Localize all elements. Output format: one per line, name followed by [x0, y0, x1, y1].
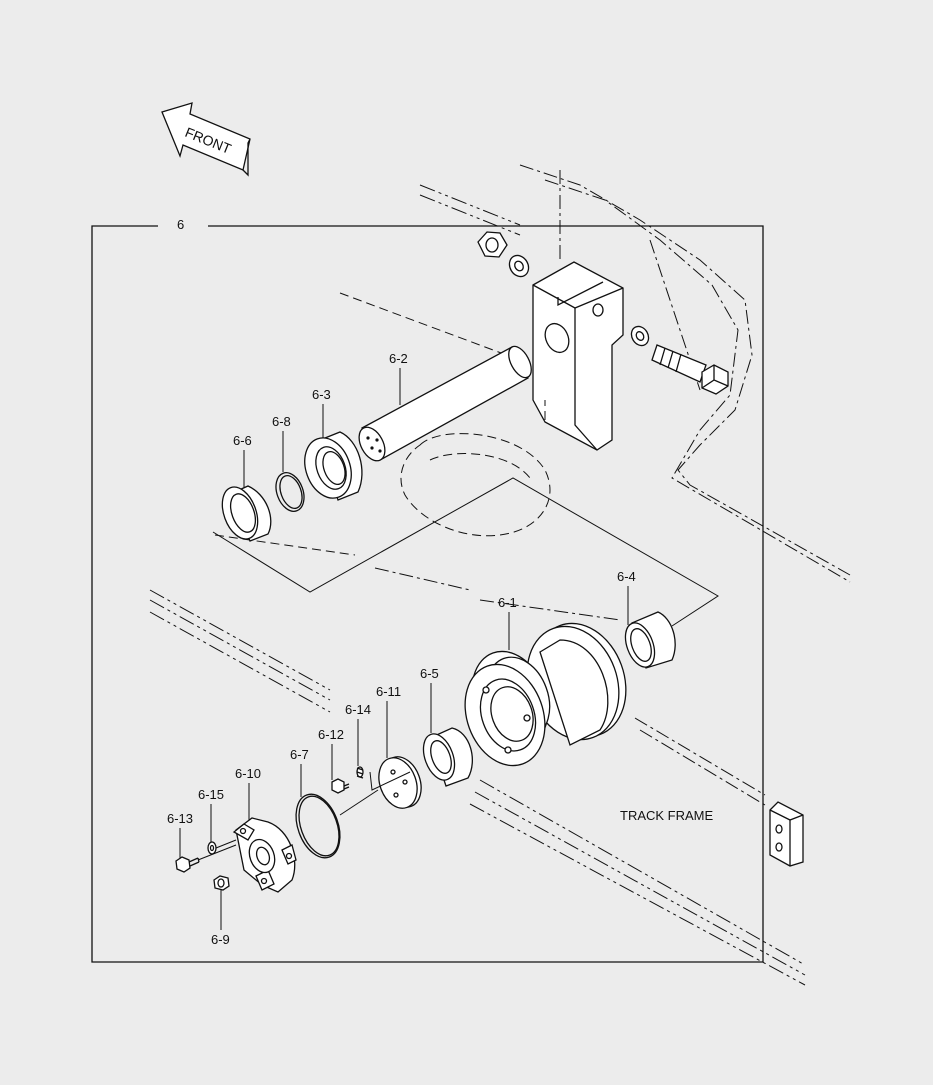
- o-ring-6-8: [275, 472, 305, 512]
- bracket-nut: [477, 231, 508, 258]
- plug-6-9: [213, 875, 230, 891]
- cover-6-11: [378, 756, 422, 809]
- collar-6-5: [422, 727, 473, 787]
- hub-alignment-lines: [197, 771, 411, 861]
- track-frame-block: [769, 801, 804, 867]
- part-label-6-5: 6-5: [420, 666, 439, 681]
- part-label-6-2: 6-2: [389, 351, 408, 366]
- bolt-6-13: [175, 856, 200, 873]
- group-frame: 6: [91, 217, 764, 963]
- track-frame-label: TRACK FRAME: [620, 808, 714, 823]
- bracket-bolt: [651, 344, 729, 395]
- part-label-6-7: 6-7: [290, 747, 309, 762]
- assembly-boundary: [212, 477, 719, 627]
- center-lines: [214, 292, 621, 621]
- front-arrow-icon: FRONT: [161, 102, 251, 177]
- part-label-6-9: 6-9: [211, 932, 230, 947]
- part-label-6-13: 6-13: [167, 811, 193, 826]
- part-label-6-10: 6-10: [235, 766, 261, 781]
- part-label-6-15: 6-15: [198, 787, 224, 802]
- plug-6-14: [356, 766, 364, 779]
- hub-6-10: [232, 817, 297, 893]
- part-labels: 6-2 6-3 6-8 6-6 6-4 6-1 6-5 6-11 6-14 6-…: [167, 351, 636, 947]
- mounting-bracket: [532, 261, 624, 451]
- track-frame-outline: [149, 164, 851, 986]
- bearing-6-3: [304, 431, 363, 501]
- part-label-6-6: 6-6: [233, 433, 252, 448]
- shaft-6-2: [358, 345, 532, 462]
- part-label-6-4: 6-4: [617, 569, 636, 584]
- mount-hole-outline: [400, 433, 551, 537]
- bolt-6-12: [331, 778, 350, 794]
- part-label-6-14: 6-14: [345, 702, 371, 717]
- part-label-6-11: 6-11: [376, 684, 401, 699]
- o-ring-6-7: [295, 793, 341, 859]
- roller-6-1: [464, 622, 627, 767]
- group-label: 6: [177, 217, 184, 232]
- part-label-6-1: 6-1: [498, 595, 517, 610]
- bracket-bolt-washer: [630, 325, 650, 347]
- washer-6-15: [207, 841, 217, 855]
- bracket-washer: [508, 254, 530, 278]
- part-label-6-12: 6-12: [318, 727, 344, 742]
- bushing-6-4: [624, 611, 676, 669]
- part-label-6-3: 6-3: [312, 387, 331, 402]
- part-label-6-8: 6-8: [272, 414, 291, 429]
- seal-6-6: [221, 485, 272, 542]
